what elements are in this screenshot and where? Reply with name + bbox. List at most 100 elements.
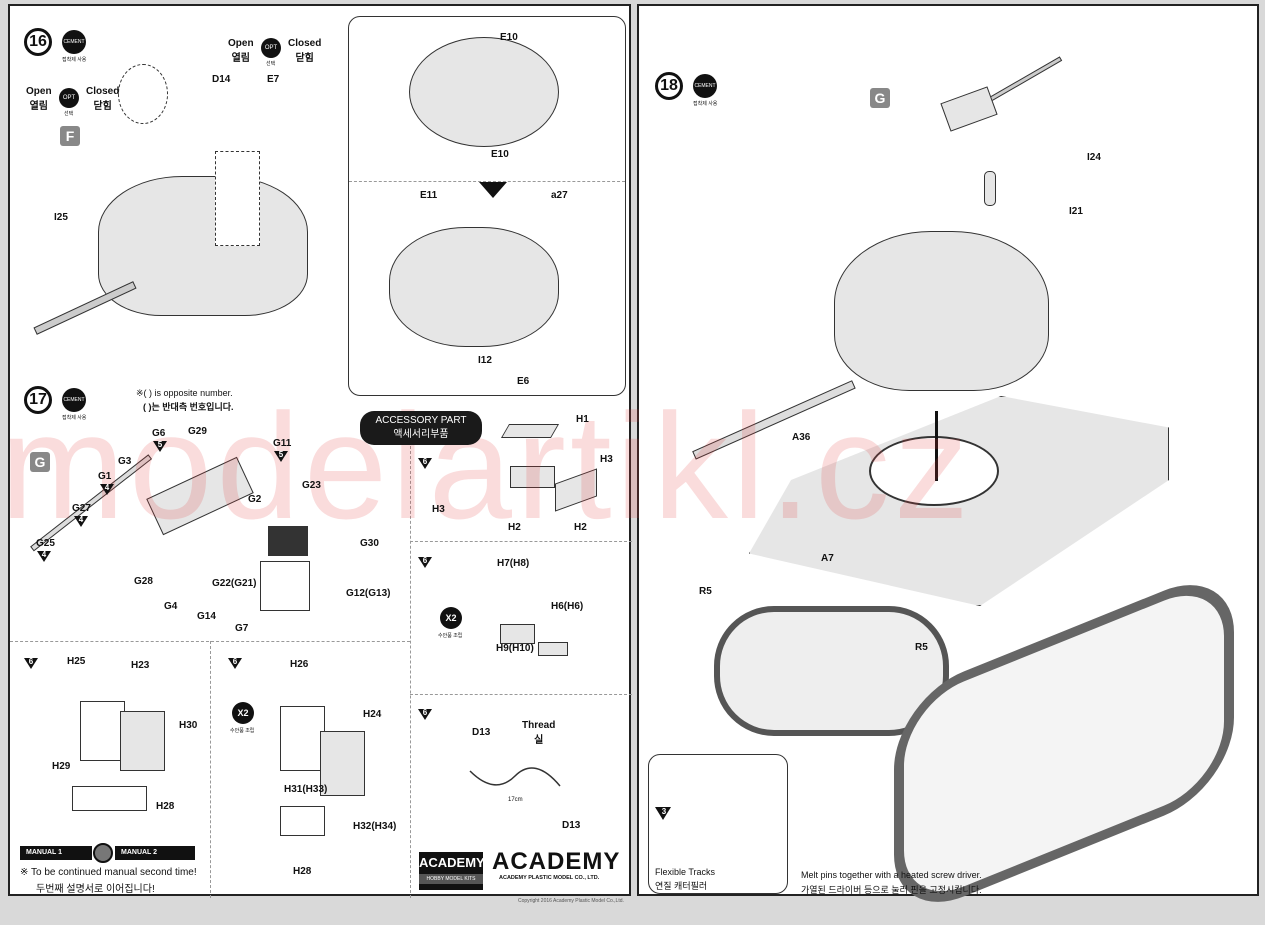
part-label: H3 [432,504,445,515]
ammo-box-drawing [268,526,308,556]
part-drawing [538,642,568,656]
part-label: H26 [290,659,309,670]
part-drawing [500,624,535,644]
step-badge: 6 [422,556,428,565]
continue-note: ※ To be continued manual second time! [20,867,197,878]
mount-drawing [984,171,996,206]
part-label: H2 [508,522,521,533]
turret-drawing [98,176,308,316]
company-name: ACADEMY PLASTIC MODEL CO., LTD. [499,875,600,881]
academy-logo-box: ACADEMY HOBBY MODEL KITS [419,852,485,890]
cement-icon: CEMENT [62,30,86,54]
part-label: H25 [67,656,86,667]
instruction-page-right: 18 CEMENT 접착제 사용 G I24 I21 A36 A7 R5 R5 … [637,4,1259,925]
part-label: H24 [363,709,382,720]
part-label: G23 [302,480,321,491]
opt-icon: OPT [261,38,281,58]
gun-barrel-drawing [33,281,137,335]
jerrycan-drawing [80,701,125,761]
part-label: G27 [72,503,91,514]
turret-drawing [834,231,1049,391]
turret-detail-drawing [389,227,559,347]
part-label: R5 [915,642,928,653]
part-drawing [555,468,597,512]
hatch-drawing [118,64,168,124]
sprue-tag-g: G [870,88,890,108]
flexible-tracks-label: Flexible Tracks [655,867,716,877]
part-label: G29 [188,426,207,437]
part-label: H7(H8) [497,558,530,569]
machine-gun-drawing [146,456,254,536]
part-label: G14 [197,611,216,622]
part-label: G12(G13) [346,588,391,599]
part-label: H23 [131,660,150,671]
part-label: E6 [517,376,530,387]
part-label: E10 [500,32,518,43]
cement-label: 접착제 사용 [62,415,87,421]
note-text-kr: ( )는 반대측 번호입니다. [143,402,234,412]
part-label: R5 [699,586,712,597]
part-label: H28 [156,801,175,812]
qty-badge: 4 [41,550,47,559]
step-badge: 3 [661,807,667,816]
step-badge: 6 [28,657,34,666]
arrow-down-icon [935,411,938,481]
turret-ring-drawing [869,436,999,506]
part-label: G30 [360,538,379,549]
flexible-tracks-inset: 3 Flexible Tracks 연질 캐터필러 [648,754,788,894]
part-label: I21 [1069,206,1083,217]
part-label: D13 [472,727,491,738]
qty-badge: 5 [157,440,163,449]
opt-icon: OPT [59,88,79,108]
mount-drawing [260,561,310,611]
cement-label: 접착제 사용 [693,101,718,107]
part-label: I24 [1087,152,1101,163]
manual-1-label: MANUAL 1 [20,846,92,860]
cement-icon: CEMENT [62,388,86,412]
part-label: A36 [792,432,811,443]
continue-note-kr: 두번째 설명서로 이어집니다! [36,884,155,895]
length-label: 17cm [508,797,523,803]
track-drawing [714,606,949,736]
manual-banner: MANUAL 1 MANUAL 2 [20,843,200,863]
step-16-number: 16 [24,28,52,56]
part-label: G7 [235,623,249,634]
part-drawing [500,424,560,438]
part-label: H30 [179,720,198,731]
melt-pins-note-kr: 가열된 드라이버 등으로 눌러 핀을 고정시킵니다. [801,885,982,895]
part-label: H9(H10) [496,643,534,654]
x2-badge: X2 [440,607,462,629]
melt-pins-note: Melt pins together with a heated screw d… [801,870,982,880]
part-label: H32(H34) [353,821,397,832]
part-label: A7 [821,553,834,564]
part-drawing [510,466,555,488]
sprue-tag-g: G [30,452,50,472]
x2-label: 수안품 조립 [230,728,255,734]
cement-label: 접착제 사용 [62,57,87,63]
step-badge: 6 [422,457,428,466]
flexible-tracks-label-kr: 연질 캐터필러 [655,881,708,891]
arrow-down-icon [479,182,507,198]
thread-drawing [469,767,561,787]
jerrycan-drawing [120,711,165,771]
step-18-number: 18 [655,72,683,100]
copyright: Copyright 2016 Academy Plastic Model Co.… [518,898,624,904]
part-label: G2 [248,494,262,505]
part-label: D14 [212,74,231,85]
part-label: H29 [52,761,71,772]
x2-label: 수안품 조립 [438,633,463,639]
part-label: E11 [420,190,438,201]
opt-label: 선택 [64,111,74,117]
part-label: H2 [574,522,587,533]
step-badge: 6 [232,657,238,666]
jerrycan-drawing [320,731,365,796]
part-label: G4 [164,601,178,612]
hatch-drawing [215,151,260,246]
